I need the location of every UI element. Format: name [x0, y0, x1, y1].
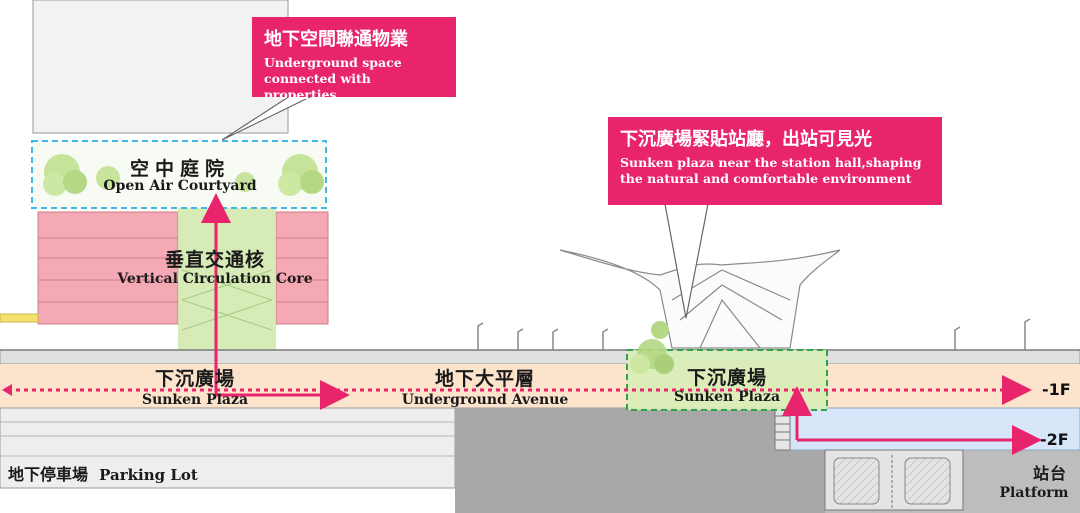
podium-floors: [37, 211, 329, 325]
callout-underground-space-line1: Underground space: [264, 55, 402, 70]
soil-mass: [455, 408, 825, 513]
callout-pointer-right: [664, 203, 709, 319]
courtyard-label-zh: 空中庭院: [129, 158, 230, 180]
callout-sunken-plaza-station: 下沉廣場緊貼站廳，出站可見光 Sunken plaza near the sta…: [608, 117, 942, 205]
station-concourse: [789, 407, 1080, 451]
tower-block: [32, 0, 289, 134]
courtyard-label-en: Open Air Courtyard: [103, 178, 257, 194]
callout-sunken-plaza-station-line2: the natural and comfortable environment: [620, 171, 912, 186]
parking-label-zh: 地下停車場: [8, 465, 89, 484]
avenue-label-en: Underground Avenue: [401, 392, 569, 408]
core-stairs: [181, 269, 273, 331]
platform-label-en: Platform: [999, 485, 1069, 501]
avenue-label-zh: 地下大平層: [434, 368, 535, 390]
station-canopy: [559, 249, 841, 349]
level-b2: -2F: [1040, 430, 1069, 449]
sunken-right-label-en: Sunken Plaza: [673, 389, 781, 405]
callout-underground-space: 地下空間聯通物業 Underground space connected wit…: [252, 17, 456, 102]
callout-sunken-plaza-station-line1: Sunken plaza near the station hall,shapi…: [620, 155, 922, 170]
callout-pointer-left: [221, 95, 313, 141]
sunken-right-label-zh: 下沉廣場: [686, 367, 767, 389]
parking-label-en: Parking Lot: [99, 466, 198, 484]
ground-slab: [0, 349, 1080, 365]
courtyard-trees: [43, 154, 324, 196]
plaza-trees: [630, 321, 674, 374]
parking-label: 地下停車場 Parking Lot: [8, 461, 198, 485]
callout-underground-space-title: 地下空間聯通物業: [264, 29, 408, 50]
level-b1: -1F: [1042, 380, 1071, 399]
callout-underground-space-line2: connected with properties: [264, 71, 371, 102]
sunken-left-label-zh: 下沉廣場: [154, 368, 235, 390]
sunken-plaza-right-frame: [626, 349, 828, 411]
left-walkway: [0, 313, 39, 323]
callout-sunken-plaza-station-title: 下沉廣場緊貼站廳，出站可見光: [620, 129, 872, 150]
sunken-left-label-en: Sunken Plaza: [141, 392, 249, 408]
underground-avenue-band: [0, 364, 1080, 408]
station-stairs: [774, 407, 791, 451]
core-label-zh: 垂直交通核: [164, 249, 265, 271]
parking-lot: [0, 407, 456, 489]
core-label-en: Vertical Circulation Core: [117, 271, 313, 287]
street-lamps: [477, 318, 1031, 350]
platform-label-zh: 站台: [1032, 464, 1067, 483]
